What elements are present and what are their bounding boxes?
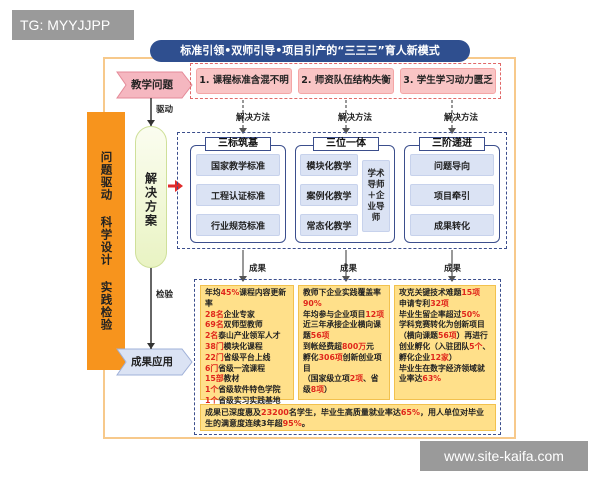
result-line: 到帐经费超800万元 [303, 341, 374, 351]
results-col-2: 教师下企业实践覆盖率90% 年均参与企业项目12项 近三年承接企业横向课题56项… [298, 285, 390, 400]
result-line: 年均参与企业项目12项 [303, 309, 385, 319]
results-frame [194, 279, 501, 435]
result-line: 15部教材 [205, 374, 240, 384]
issues-frame [190, 63, 501, 99]
result-line: （国家级立项2项、省级8项） [303, 374, 379, 395]
result-line: 1个省级实习实践基地 [205, 395, 281, 405]
result-line: 攻克关键技术难题15项 [399, 288, 481, 297]
teaching-modular: 模块化教学 [300, 154, 358, 176]
result-label-1: 成果 [249, 264, 267, 274]
result-line: 38门模块化课程 [205, 341, 263, 351]
stage-project: 项目牵引 [410, 184, 494, 206]
method-arrowhead-1 [239, 128, 247, 134]
flow-arrowhead-bottom [147, 343, 155, 349]
issue-2: 2. 师资队伍结构失衡 [298, 68, 394, 94]
tag-badge: TG: MYYJJPP [12, 10, 134, 40]
result-line: 毕业生在数字经济领域就业率达63% [399, 363, 485, 384]
standard-national: 国家教学标准 [196, 154, 280, 176]
results-col-3: 攻克关键技术难题15项 申请专利32项 毕业生留企率超过50% 学科竞赛转化为创… [394, 285, 496, 400]
method-label-2: 解决方法 [338, 113, 373, 123]
result-line: 6门省级一流课程 [205, 363, 266, 373]
result-shape [116, 348, 193, 376]
results-summary: 成果已深度惠及23200名学生，毕业生高质量就业率达65%，用人单位对毕业生的满… [200, 404, 496, 431]
problem-label: 教学问题 [131, 79, 173, 91]
result-line: 毕业生留企率超过50% [399, 309, 481, 319]
result-line: 教师下企业实践覆盖率90% [303, 288, 381, 308]
check-label: 检验 [156, 290, 174, 300]
drive-label: 驱动 [156, 105, 174, 115]
group-standards-title: 三标筑基 [205, 137, 271, 151]
solution-label: 解决方案 [143, 172, 158, 228]
teaching-regular: 常态化教学 [300, 214, 358, 236]
result-line: 1个省级软件特色学院 [205, 385, 281, 395]
result-line: 28名企业专家 [205, 309, 255, 319]
result-line: 申请专利32项 [399, 298, 449, 308]
problem-shape [116, 71, 193, 99]
issue-1: 1. 课程标准含混不明 [196, 68, 292, 94]
result-label-3: 成果 [444, 264, 462, 274]
result-line: 近三年承接企业横向课题56项 [303, 320, 381, 341]
site-badge: www.site-kaifa.com [420, 441, 588, 471]
solutions-frame [177, 132, 507, 249]
result-line: 22门省级平台上线 [205, 352, 271, 362]
group-trinity-title: 三位一体 [313, 137, 379, 151]
standard-industry: 行业规范标准 [196, 214, 280, 236]
stage-problem: 问题导向 [410, 154, 494, 176]
solution-pill [135, 126, 167, 268]
result-line: 年均45%课程内容更新率 [205, 288, 287, 308]
diagram-title: 标准引领•双师引导•项目引产的“三三三”育人新模式 [150, 40, 470, 62]
issue-3: 3. 学生学习动力匮乏 [400, 68, 496, 94]
results-col-1: 年均45%课程内容更新率 28名企业专家 69名双师型教师 2名泰山产业领军人才… [200, 285, 294, 405]
method-label-3: 解决方法 [444, 113, 479, 123]
result-line: 69名双师型教师 [205, 320, 263, 330]
stage-transform: 成果转化 [410, 214, 494, 236]
result-line: 孵化306项创新创业项目 [303, 352, 382, 373]
result-line: 学科竞赛转化为创新项目（横向课题56项）再进行创业孵化（入驻团队5个、孵化企业1… [399, 320, 491, 362]
result-line: 2名泰山产业领军人才 [205, 331, 281, 341]
result-label-2: 成果 [340, 264, 358, 274]
standard-engineering: 工程认证标准 [196, 184, 280, 206]
flow-arrowhead-top [147, 120, 155, 126]
result-apply-label: 成果应用 [131, 356, 173, 368]
group-progressive-title: 三阶递进 [419, 137, 485, 151]
method-label-1: 解决方法 [236, 113, 271, 123]
mentor-box: 学术导师＋企业导师 [362, 160, 390, 232]
side-band: 问题驱动 科学设计 实践检验 [87, 112, 125, 370]
teaching-case: 案例化教学 [300, 184, 358, 206]
method-arrowhead-3 [448, 128, 456, 134]
method-arrowhead-2 [342, 128, 350, 134]
